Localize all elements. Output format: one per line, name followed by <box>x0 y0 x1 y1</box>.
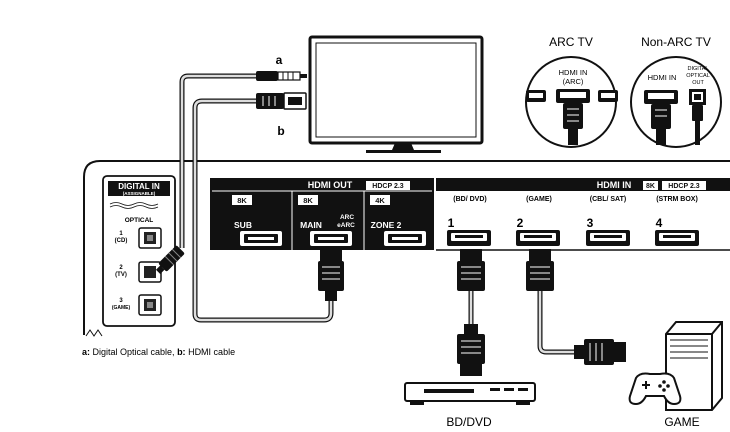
hdmi-out-zone2-port <box>384 231 426 246</box>
hdmi-out-section: HDMI OUT HDCP 2.3 8K SUB 8K MAIN ARC eAR… <box>210 178 434 250</box>
optical-port-1 <box>138 227 162 249</box>
tv-illustration <box>308 35 484 153</box>
hdmi-in-badge: 8K <box>646 183 655 190</box>
hdmi-out-main-label: MAIN <box>300 220 322 230</box>
hdmi-in-3-name: (CBL/ SAT) <box>590 196 626 203</box>
nonarc-port-label: HDMI IN <box>648 73 677 82</box>
hdmi-in-1-port <box>447 230 491 246</box>
optical-out-label-3: OUT <box>692 80 704 86</box>
hdmi-in-3-num: 3 <box>587 216 594 230</box>
digital-in-section: DIGITAL IN (ASSIGNABLE) OPTICAL 1 (CD) 2… <box>102 175 176 327</box>
hdmi-cable-game <box>526 249 626 365</box>
optical-label: OPTICAL <box>125 217 154 224</box>
optical-port-3-name: (GAME) <box>112 305 131 311</box>
optical-port-3-num: 3 <box>119 298 123 304</box>
game-console-icon <box>665 321 723 411</box>
cable-b-tag: b <box>277 124 284 138</box>
caption-a-key: a: <box>82 347 90 357</box>
hdmi-cable-b <box>192 92 344 323</box>
hdmi-in-1-name: (BD/ DVD) <box>453 196 486 203</box>
hdmi-out-main-badge: 8K <box>303 196 313 205</box>
hdmi-in-3-port <box>586 230 630 246</box>
optical-port-1-name: (CD) <box>115 238 128 244</box>
arc-tv-title: ARC TV <box>549 35 593 49</box>
nonarc-tv-title: Non-ARC TV <box>641 35 711 49</box>
optical-out-label-2: OPTICAL <box>686 73 710 79</box>
hdmi-in-2-port <box>516 230 560 246</box>
hdmi-in-section: HDMI IN 8K HDCP 2.3 (BD/ DVD) (GAME) (CB… <box>436 178 730 251</box>
hdmi-out-sub-port <box>240 231 282 246</box>
caption-b-key: b: <box>177 347 186 357</box>
optical-port-1-num: 1 <box>119 231 123 237</box>
hdmi-in-1-num: 1 <box>448 216 455 230</box>
hdmi-out-sub-label: SUB <box>234 220 252 230</box>
hdmi-in-title: HDMI IN <box>597 180 632 190</box>
hdmi-in-4-port <box>655 230 699 246</box>
optical-port-2 <box>138 261 162 283</box>
hdmi-in-2-name: (GAME) <box>526 196 552 203</box>
optical-port-2-name: (TV) <box>115 272 127 278</box>
optical-port-2-num: 2 <box>119 265 123 271</box>
hdmi-in-2-num: 2 <box>517 216 524 230</box>
bd-dvd-player-icon <box>404 382 536 405</box>
hdmi-in-hdcp: HDCP 2.3 <box>668 183 699 190</box>
hdmi-out-main-arc: ARC <box>340 214 354 221</box>
caption-a-text: Digital Optical cable, <box>90 347 177 357</box>
arc-port-label-1: HDMI IN <box>559 68 588 77</box>
optical-port-3 <box>138 294 162 316</box>
hdmi-cable-bd <box>457 249 485 376</box>
arc-port-label-2: (ARC) <box>563 77 584 86</box>
hdmi-in-4-num: 4 <box>656 216 663 230</box>
digital-in-title: DIGITAL IN <box>118 182 160 191</box>
digital-in-subtitle: (ASSIGNABLE) <box>123 191 156 196</box>
hdmi-out-zone2-badge: 4K <box>375 196 385 205</box>
optical-cable-a <box>155 71 307 275</box>
hdmi-out-main-earc: eARC <box>337 222 355 229</box>
gamepad-icon <box>628 372 682 406</box>
arc-tv-detail: ARC TV HDMI IN (ARC) <box>525 35 618 148</box>
cable-caption: a: Digital Optical cable, b: HDMI cable <box>82 347 235 357</box>
caption-b-text: HDMI cable <box>186 347 236 357</box>
game-label: GAME <box>664 415 699 429</box>
optical-out-label-1: DIGITAL <box>688 66 709 72</box>
hdmi-out-main-port <box>310 231 352 246</box>
hdmi-out-zone2-label: ZONE 2 <box>371 220 402 230</box>
cable-a-tag: a <box>276 53 283 67</box>
bd-dvd-label: BD/DVD <box>446 415 492 429</box>
hdmi-out-sub-badge: 8K <box>237 196 247 205</box>
hdmi-out-title: HDMI OUT <box>308 180 353 190</box>
hdmi-out-hdcp: HDCP 2.3 <box>372 183 403 190</box>
hdmi-in-4-name: (STRM BOX) <box>656 196 698 203</box>
nonarc-tv-detail: Non-ARC TV HDMI IN DIGITAL OPTICAL OUT <box>630 35 722 148</box>
receiver-rear-panel <box>83 160 730 337</box>
